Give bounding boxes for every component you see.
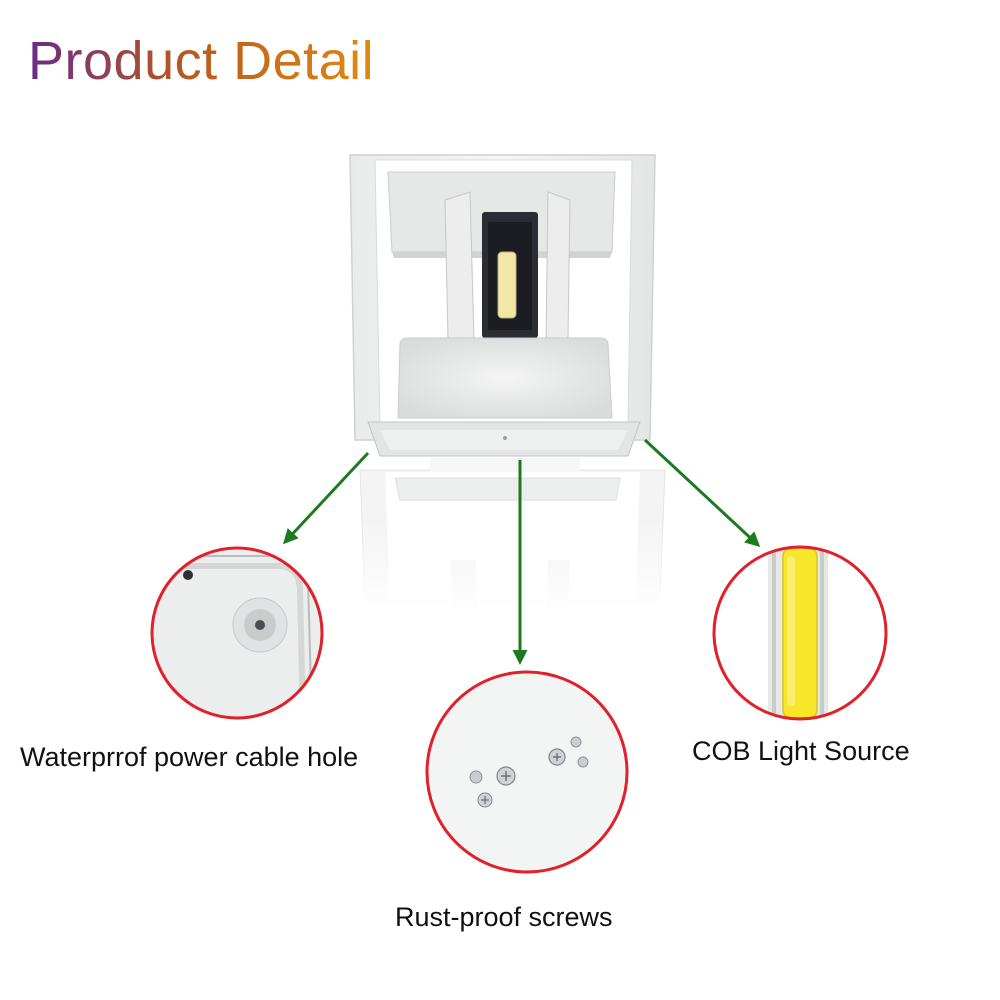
detail-circle-cable-hole — [150, 546, 324, 720]
detail-circle-screws — [425, 670, 629, 874]
screw-group-left — [469, 766, 516, 808]
arrow-to-cable-hole — [282, 451, 370, 545]
arrow-to-cob — [643, 438, 761, 548]
detail-circle-cob — [712, 545, 888, 721]
wall-lamp-image — [340, 154, 680, 620]
label-screws: Rust-proof screws — [395, 902, 613, 932]
page-title: Product Detail — [28, 31, 375, 91]
circle-border — [712, 545, 888, 721]
circle-border — [425, 670, 629, 874]
circle-border — [150, 546, 324, 720]
label-cable-hole: Waterprrof power cable hole — [20, 742, 359, 772]
label-cob: COB Light Source — [692, 736, 910, 766]
screw-group-right — [548, 736, 589, 768]
